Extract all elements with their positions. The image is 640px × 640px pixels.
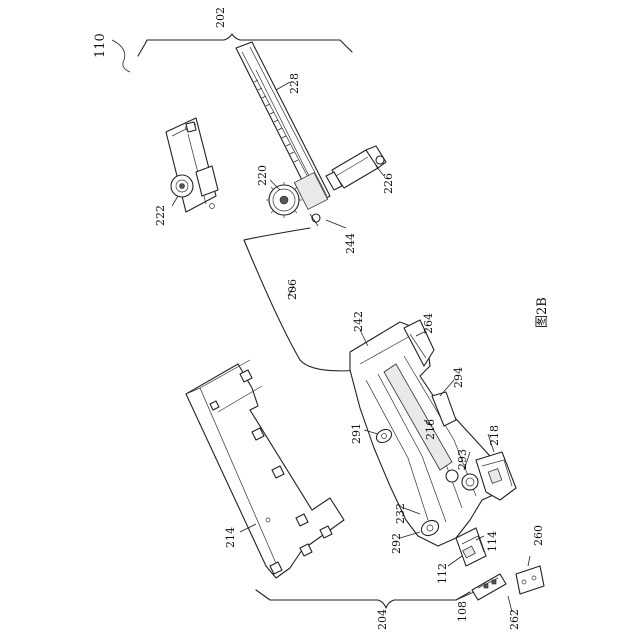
figure-caption: 图2B (535, 297, 550, 328)
label-110: 110 (93, 33, 108, 58)
assembly-204-brace (256, 590, 470, 608)
label-112: 112 (436, 563, 449, 584)
bracket-222 (166, 118, 218, 212)
label-222: 222 (154, 205, 167, 226)
label-114: 114 (486, 531, 499, 552)
label-244: 244 (344, 233, 357, 254)
gear-220 (266, 182, 302, 218)
label-206: 206 (286, 279, 299, 300)
label-291: 291 (350, 423, 363, 444)
label-226: 226 (382, 173, 395, 194)
cover-214 (186, 360, 344, 578)
label-228: 228 (288, 73, 301, 94)
label-204: 204 (376, 609, 389, 630)
label-214: 214 (224, 527, 237, 548)
label-262: 262 (508, 609, 521, 630)
label-293: 293 (456, 449, 469, 470)
label-264: 264 (422, 313, 435, 334)
label-292: 292 (390, 533, 403, 554)
label-242: 242 (352, 311, 365, 332)
cable-206 (244, 228, 360, 371)
label-216: 216 (424, 419, 437, 440)
plug-108 (472, 574, 506, 600)
board-260 (516, 566, 544, 594)
label-232: 232 (394, 503, 407, 524)
leader-110 (112, 40, 130, 72)
motor-226 (326, 146, 386, 190)
label-108: 108 (456, 601, 469, 622)
label-220: 220 (256, 165, 269, 186)
label-294: 294 (452, 367, 465, 388)
label-260: 260 (532, 525, 545, 546)
label-202: 202 (214, 7, 227, 28)
label-218: 218 (488, 425, 501, 446)
